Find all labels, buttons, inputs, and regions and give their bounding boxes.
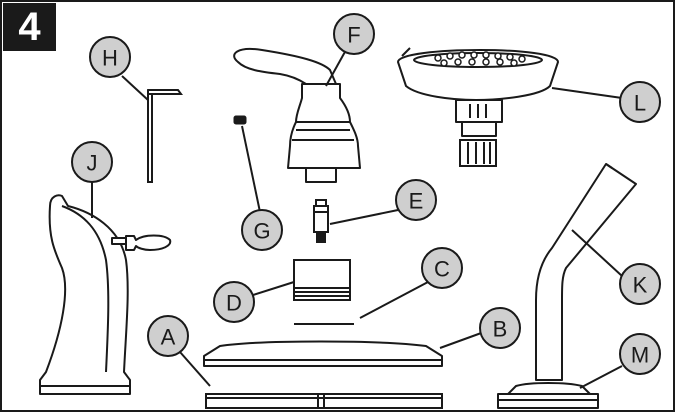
part-faucet-body — [39, 194, 172, 395]
svg-text:A: A — [161, 325, 176, 350]
leader-E — [329, 209, 399, 225]
leader-K — [571, 229, 623, 277]
svg-text:B: B — [493, 317, 508, 342]
callout-B: B — [479, 307, 521, 349]
part-handle-assembly — [233, 48, 361, 183]
svg-text:C: C — [434, 257, 450, 282]
leader-lines — [91, 49, 623, 389]
leader-M — [579, 365, 623, 389]
leader-A — [179, 351, 211, 387]
leader-C — [359, 281, 429, 319]
part-allen-wrench — [147, 89, 183, 183]
leader-G — [241, 125, 261, 213]
part-spray-head — [397, 47, 559, 137]
callout-H: H — [89, 36, 131, 78]
callout-A: A — [147, 315, 189, 357]
svg-text:M: M — [631, 343, 649, 368]
part-sleeve — [293, 259, 351, 301]
callout-C: C — [421, 247, 463, 289]
callout-D: D — [213, 281, 255, 323]
callout-G: G — [241, 209, 283, 251]
svg-text:K: K — [633, 273, 648, 298]
leader-L — [551, 87, 623, 99]
svg-text:D: D — [226, 291, 242, 316]
svg-text:H: H — [102, 46, 118, 71]
svg-text:F: F — [347, 23, 360, 48]
svg-text:E: E — [409, 189, 424, 214]
svg-text:J: J — [87, 151, 98, 176]
callout-L: L — [619, 81, 661, 123]
part-set-screw — [233, 115, 247, 125]
part-hose-connector — [459, 139, 497, 167]
callout-J: J — [71, 141, 113, 183]
part-cartridge — [313, 199, 329, 243]
part-base-plate — [205, 393, 443, 409]
callout-E: E — [395, 179, 437, 221]
callout-F: F — [333, 13, 375, 55]
svg-text:G: G — [253, 219, 270, 244]
leader-D — [249, 281, 295, 297]
svg-text:L: L — [634, 91, 646, 116]
part-spout-tube — [535, 163, 637, 381]
callout-M: M — [619, 333, 661, 375]
callout-K: K — [619, 263, 661, 305]
spray-nozzles — [434, 51, 526, 67]
step-number-badge: 4 — [3, 3, 56, 51]
part-spout-base — [497, 382, 599, 409]
leader-F — [325, 49, 347, 87]
leader-B — [439, 331, 485, 349]
leader-H — [121, 75, 149, 101]
part-escutcheon — [203, 340, 443, 367]
